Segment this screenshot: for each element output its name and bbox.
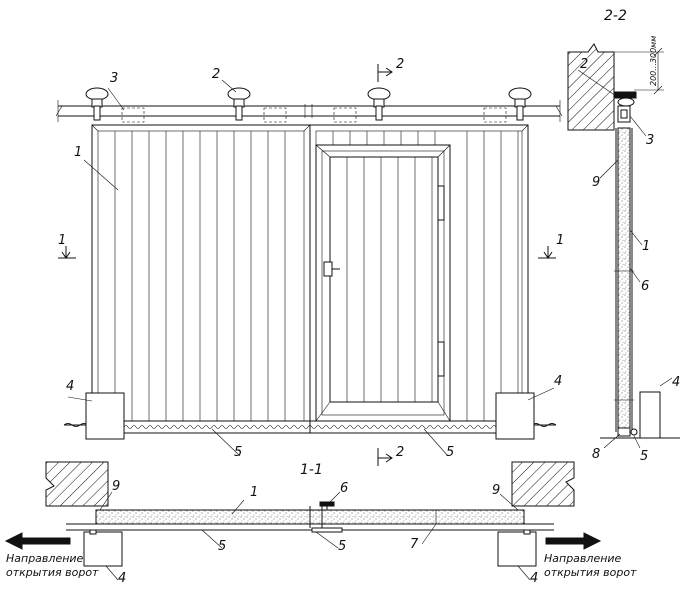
plan-wall-right: [511, 461, 575, 507]
front-elevation: 1 1 2 2 3 2 1 4 4: [55, 57, 564, 466]
callout-side-1: 1: [642, 239, 650, 254]
left-gate-leaf: [91, 124, 311, 434]
plan-handle: [319, 501, 335, 510]
callout-plan-1: 1: [250, 485, 258, 500]
support-post-left: [85, 392, 125, 440]
direction-right-line-2: открытия ворот: [544, 566, 637, 579]
callout-side-2: 2: [580, 57, 588, 72]
side-section-2-2: 2-2 200...300мм 2 3: [567, 8, 680, 464]
callout-plan-6: 6: [340, 481, 348, 496]
side-support-post: [639, 391, 661, 439]
callout-side-8: 8: [592, 447, 600, 462]
plan-section-1-1: 1-1 9 1 6 9 5 5: [4, 461, 637, 586]
callout-side-6: 6: [641, 279, 649, 294]
support-post-right: [495, 392, 535, 440]
callout-front-3: 3: [110, 71, 118, 86]
side-leaf: [617, 127, 631, 431]
roller-carriage: [508, 87, 532, 121]
callout-front-5-left: 5: [234, 445, 242, 460]
side-rail: [613, 91, 637, 99]
cut-label-1-right: 1: [556, 233, 564, 248]
section-title-1-1: 1-1: [300, 462, 323, 478]
direction-left-line-2: открытия ворот: [6, 566, 99, 579]
arrow-right-icon: [545, 532, 602, 550]
roller-carriage: [367, 87, 391, 121]
callout-plan-9-left: 9: [112, 479, 120, 494]
plan-wall-left: [45, 461, 109, 507]
dimension-label: 200...300мм: [649, 36, 658, 86]
wicket-door: [315, 144, 451, 422]
cut-label-2-top: 2: [396, 57, 404, 72]
arrow-left-icon: [4, 532, 71, 550]
callout-plan-4-left: 4: [118, 571, 126, 586]
callout-front-1: 1: [74, 145, 82, 160]
roller-carriage: [227, 87, 251, 121]
callout-side-9: 9: [592, 175, 600, 190]
wall-lintel: [567, 43, 615, 131]
plan-support-right: [497, 531, 537, 567]
cut-marker-1-left: 1: [58, 233, 76, 259]
vertical-boards: [332, 131, 519, 421]
right-gate-leaf: [309, 124, 529, 434]
direction-right-line-1: Направление: [544, 552, 622, 565]
door-handle: [323, 261, 340, 277]
section-title-2-2: 2-2: [604, 8, 627, 24]
door-hinge: [437, 341, 445, 377]
callout-front-4-left: 4: [66, 379, 74, 394]
callout-front-2: 2: [212, 67, 220, 82]
cut-label-1-left: 1: [58, 233, 66, 248]
callout-side-4: 4: [672, 375, 680, 390]
side-bottom-block: [617, 427, 631, 437]
callout-front-5-right: 5: [446, 445, 454, 460]
cut-marker-2-top: 2: [377, 57, 404, 82]
bottom-guide: [123, 420, 501, 434]
cut-marker-2-bottom: 2: [377, 445, 404, 466]
callout-front-4-right: 4: [554, 374, 562, 389]
door-boards: [346, 157, 433, 402]
callout-side-3: 3: [646, 133, 654, 148]
callout-plan-4-right: 4: [530, 571, 538, 586]
vertical-boards: [114, 131, 286, 421]
cut-marker-1-right: 1: [538, 233, 564, 259]
roller-carriage: [85, 87, 109, 121]
callout-plan-5-right: 5: [338, 539, 346, 554]
plan-support-left: [83, 531, 123, 567]
door-hinge: [437, 185, 445, 221]
callout-plan-9-right: 9: [492, 483, 500, 498]
dimension-200-300: 200...300мм: [614, 36, 664, 95]
top-rail: [55, 100, 563, 123]
callout-side-5: 5: [640, 449, 648, 464]
cut-label-2-bottom: 2: [396, 445, 404, 460]
ground-line: [63, 423, 557, 427]
callout-plan-5-left: 5: [218, 539, 226, 554]
callout-plan-7: 7: [410, 537, 419, 552]
direction-left-line-1: Направление: [6, 552, 84, 565]
